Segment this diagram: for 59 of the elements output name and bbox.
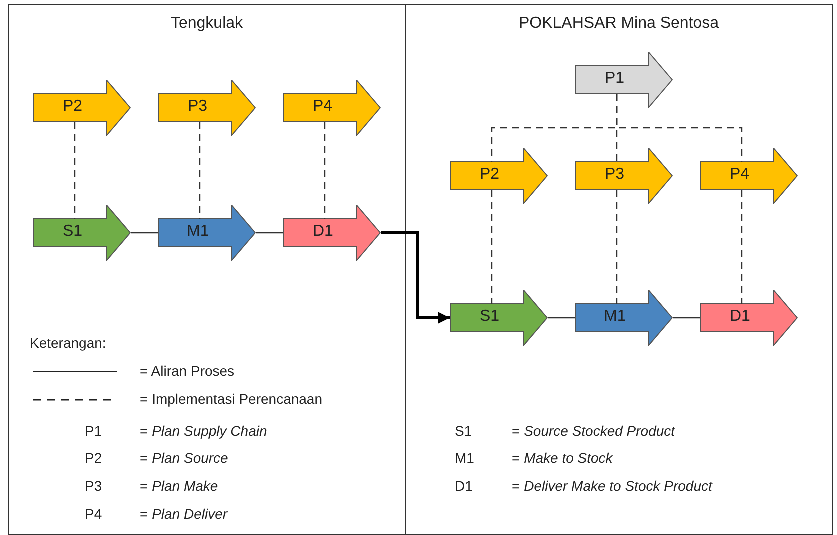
connector-line [673, 317, 700, 319]
abbreviation: M1 [455, 449, 474, 467]
node-label: D1 [313, 222, 334, 242]
swimlane-panel [8, 4, 406, 535]
panel-title: Tengkulak [170, 15, 244, 33]
definition-text: = Plan Source [140, 449, 228, 467]
dashed-connector [324, 122, 326, 219]
process-shape [33, 205, 131, 261]
node-label: P3 [605, 165, 625, 185]
node-label: P4 [730, 165, 750, 185]
dashed-connector [616, 190, 618, 304]
legend-text: = Aliran Proses [140, 362, 235, 380]
definition-text: = Plan Supply Chain [140, 422, 268, 440]
process-shape [450, 148, 548, 204]
abbreviation: P1 [85, 422, 102, 440]
definition-text: = Plan Make [140, 477, 218, 495]
process-shape [700, 290, 798, 346]
node-label: D1 [730, 307, 750, 327]
legend-text: = Implementasi Perencanaan [140, 390, 322, 408]
definition-text: = Source Stocked Product [512, 422, 676, 440]
connector-line [548, 317, 575, 319]
node-label: P2 [480, 165, 500, 185]
dashed-connector [616, 94, 743, 162]
dashed-connector [491, 190, 493, 304]
dashed-connector [741, 190, 743, 304]
node-label: P1 [605, 69, 625, 89]
process-shape [700, 148, 798, 204]
connector-line [256, 232, 283, 234]
node-label: P4 [313, 97, 333, 117]
abbreviation: S1 [455, 422, 472, 440]
swimlane-panel [405, 4, 833, 535]
node-label: S1 [63, 222, 83, 242]
abbreviation: D1 [455, 477, 473, 495]
process-shape [283, 205, 381, 261]
panel-title: POKLAHSAR Mina Sentosa [518, 15, 720, 33]
definition-text: = Plan Deliver [140, 505, 228, 523]
node-label: M1 [604, 307, 626, 327]
dashed-connector [74, 122, 76, 219]
definition-text: = Deliver Make to Stock Product [512, 477, 712, 495]
node-label: P2 [63, 97, 83, 117]
process-shape [575, 290, 673, 346]
abbreviation: P2 [85, 449, 102, 467]
abbreviation: P4 [85, 505, 102, 523]
node-label: S1 [480, 307, 500, 327]
process-shape [158, 80, 256, 136]
process-shape [575, 52, 673, 108]
process-shape [283, 80, 381, 136]
node-label: M1 [187, 222, 210, 242]
process-shape [575, 148, 673, 204]
connector-line [131, 232, 158, 234]
process-shape [450, 290, 548, 346]
legend-title: Keterangan: [30, 334, 106, 352]
connector-line [381, 232, 450, 324]
process-shape [33, 80, 131, 136]
process-shape [158, 205, 256, 261]
dashed-connector [199, 122, 201, 219]
node-label: P3 [188, 97, 208, 117]
definition-text: = Make to Stock [512, 449, 613, 467]
abbreviation: P3 [85, 477, 102, 495]
